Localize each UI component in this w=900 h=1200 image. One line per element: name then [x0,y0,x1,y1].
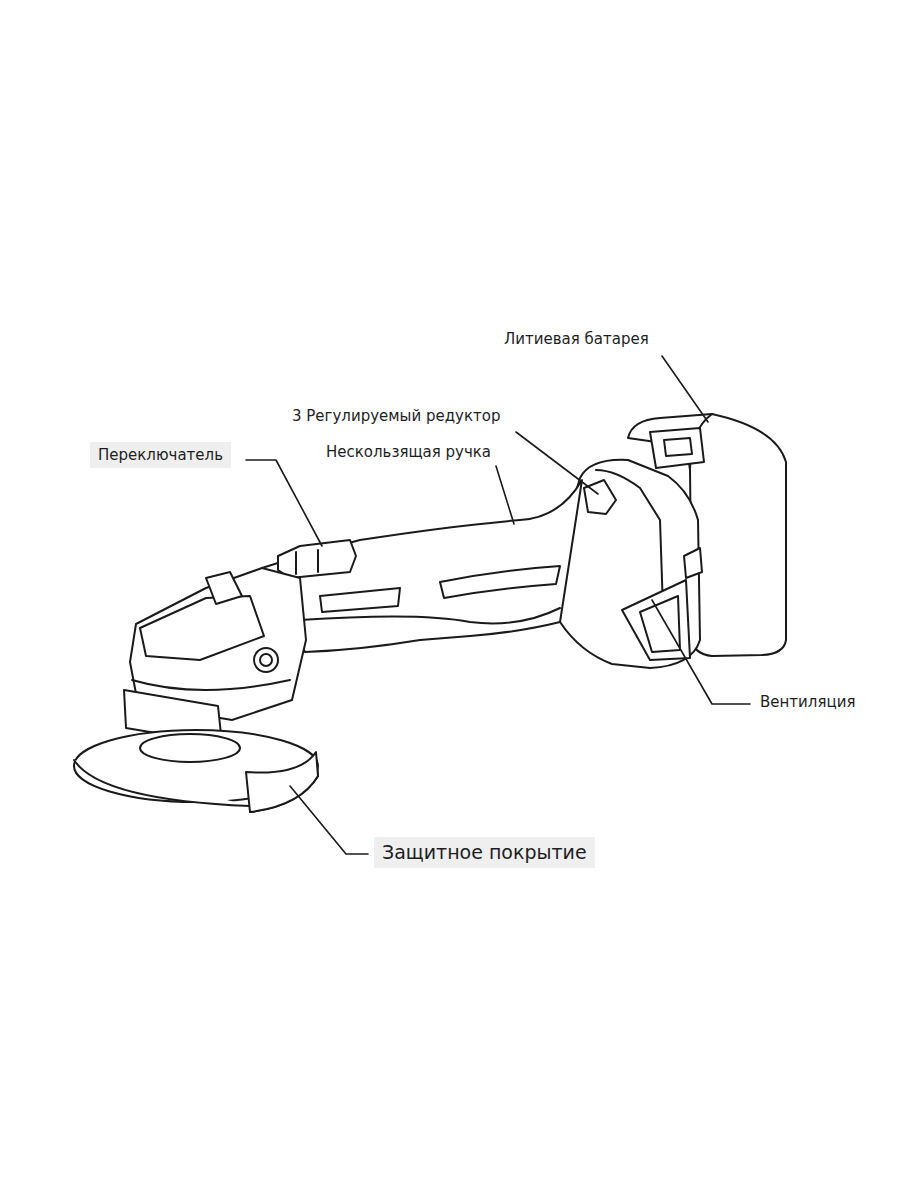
side-handle-port [254,648,278,672]
switch-detail [296,550,318,574]
part-label: Вентиляция [756,691,859,713]
handle-line [300,608,560,623]
motor-handle [262,480,582,652]
leader-line [290,786,368,854]
handle-groove [440,566,560,598]
part-label: 3 Регулируемый редуктор [288,405,504,427]
leader-line [662,356,708,422]
gear-head-edge [132,680,290,690]
leader-line [516,432,598,494]
battery-button-inner [664,438,692,456]
vent-slot [640,596,680,652]
switch [278,540,356,578]
battery-button [650,428,704,468]
part-label: Литиевая батарея [500,328,653,350]
gear-selector [584,480,616,514]
part-label: Защитное покрытие [374,837,595,868]
gear-head-top [140,596,264,660]
side-handle-port [260,654,272,666]
part-label: Переключатель [90,442,231,468]
handle-groove [320,588,400,612]
leader-lines [246,356,750,854]
leader-line [652,600,750,704]
part-label: Нескользящая ручка [322,441,495,463]
flange [140,734,240,762]
spindle-lock [206,572,242,604]
leader-line [496,466,514,524]
vent-slot [684,548,702,578]
leader-line [246,460,322,546]
guard-band [246,752,318,812]
